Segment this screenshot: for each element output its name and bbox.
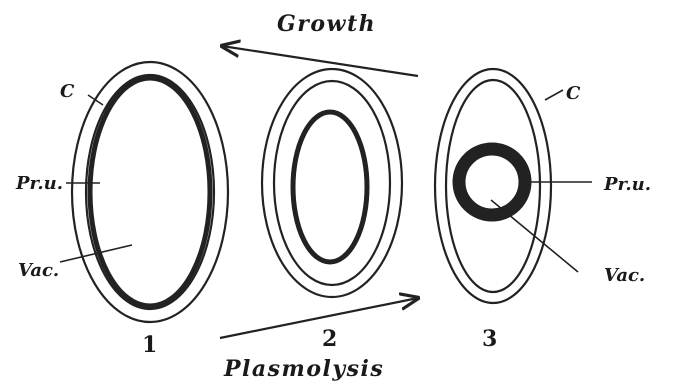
plasmolysis-label: Plasmolysis [223,356,384,382]
cell-1-wall-label: C [60,81,75,102]
cell-3-wall-pointer [545,90,563,100]
cell-1-protoplasm [90,78,210,306]
cell-3-wall-outer [435,69,551,303]
cell-3-vacuole-label: Vac. [604,265,645,286]
cell-3-vacuole-pointer [491,200,578,272]
cell-3-wall-label: C [566,83,581,104]
cell-1 [72,62,228,322]
cell-2-protoplasm [293,112,367,262]
cell-1-protoplasm-label: Pr.u. [15,173,63,194]
figure-2-number: 2 [322,326,337,352]
cell-1-wall-inner [86,75,214,309]
cell-1-wall-pointer [88,95,103,105]
figure-1-number: 1 [142,332,157,358]
plasmolysis-arrow [220,298,418,338]
cell-3-protoplasm [459,149,525,215]
cell-3-protoplasm-label: Pr.u. [603,174,651,195]
cell-1-vacuole-label: Vac. [18,260,59,281]
growth-label: Growth [277,11,376,37]
cell-2 [262,69,402,297]
cell-1-wall-outer [72,62,228,322]
figure-3-number: 3 [482,326,497,352]
cell-3 [435,69,551,303]
